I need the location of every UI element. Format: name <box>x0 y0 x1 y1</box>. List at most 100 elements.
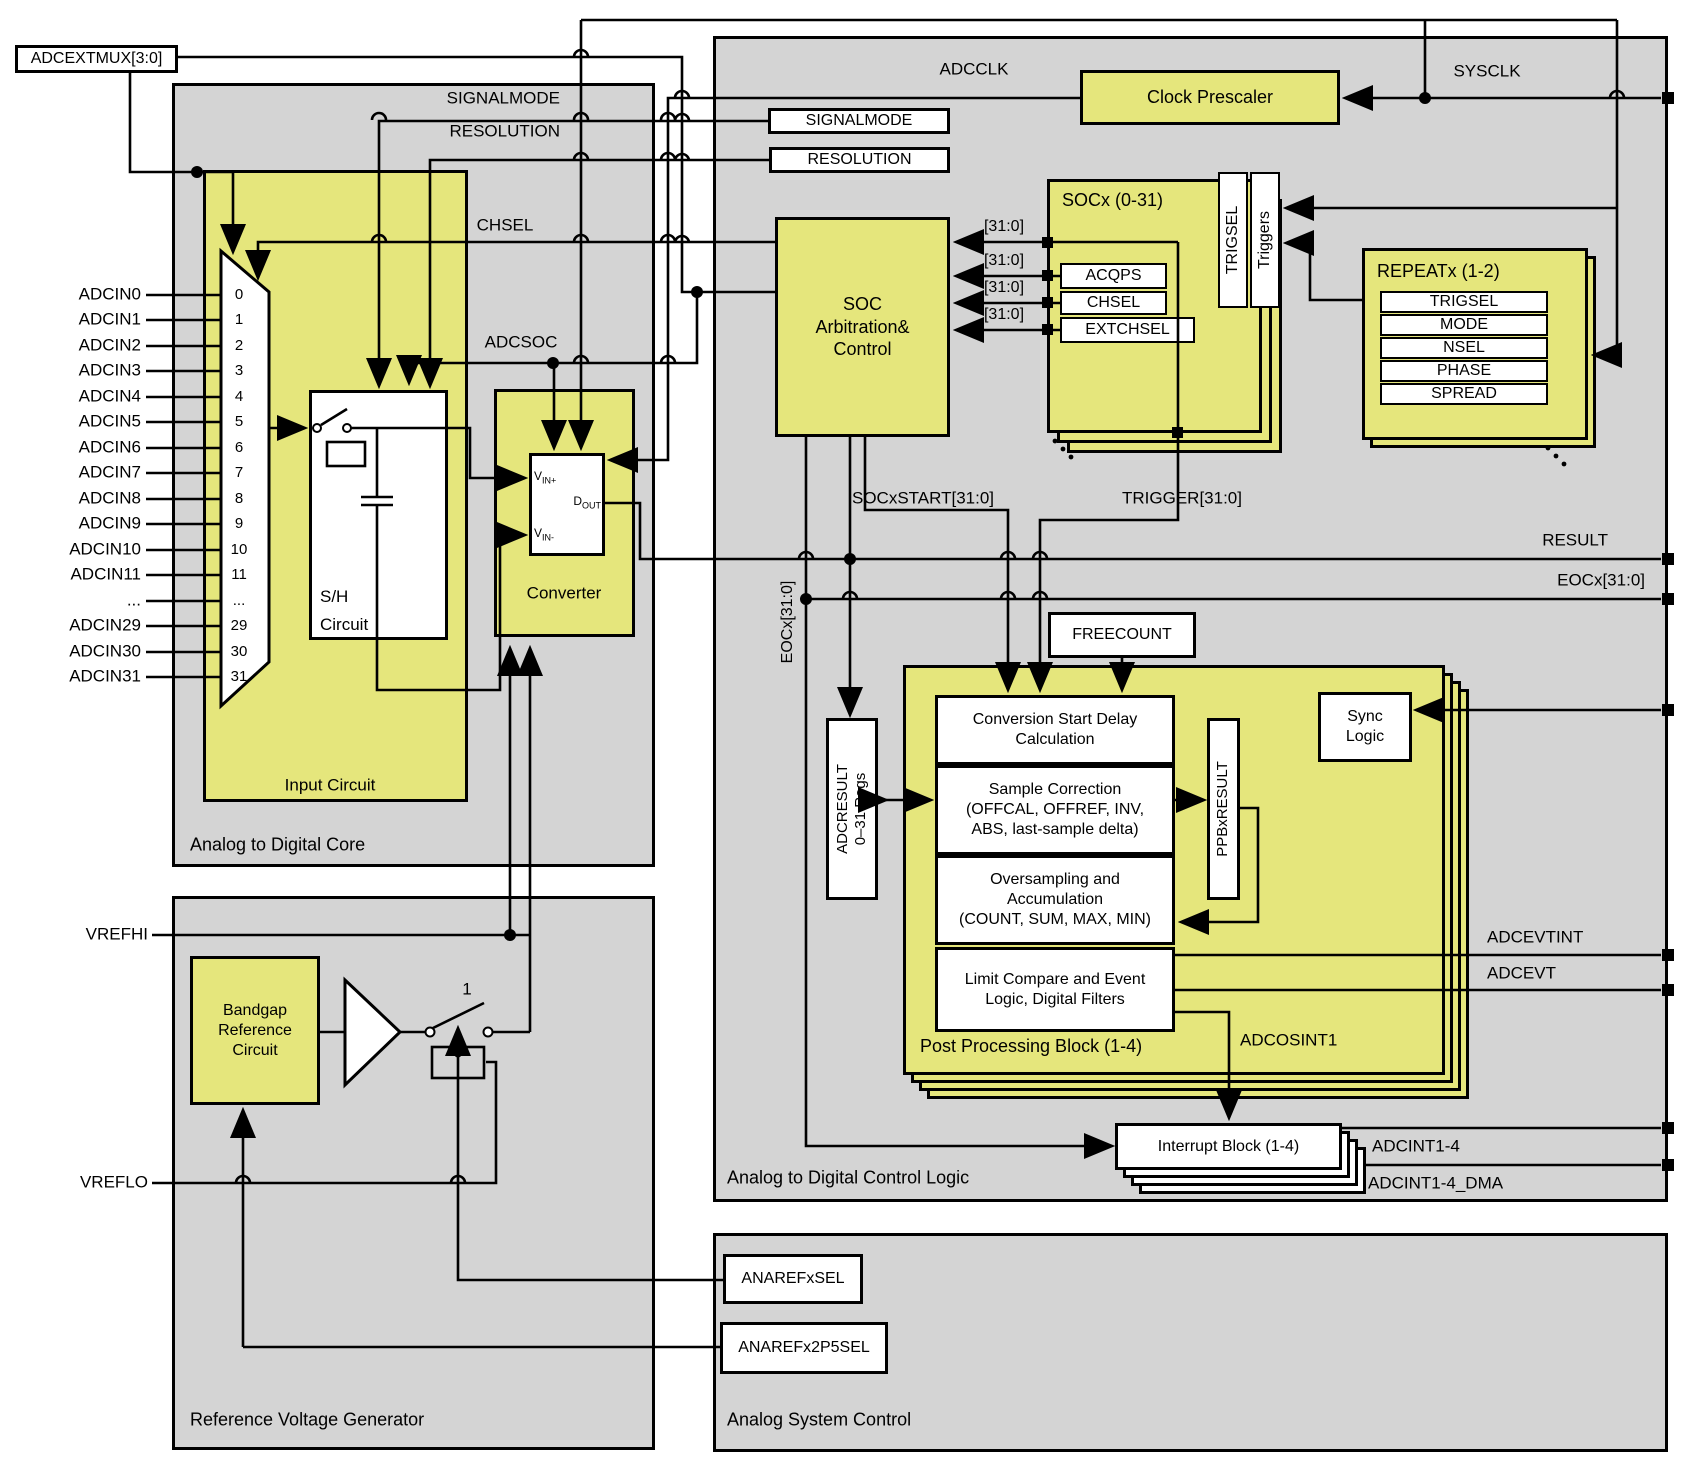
adcin-label-12: ... <box>126 590 141 610</box>
soc-arb-line3: Control <box>833 339 892 360</box>
input-circuit-label: Input Circuit <box>284 775 376 795</box>
resolution-reg-box: RESOLUTION <box>769 147 950 173</box>
chsel-core-label: CHSEL <box>476 215 534 235</box>
repeat-row-mode: MODE <box>1380 314 1548 336</box>
repeatx-title: REPEATx (1-2) <box>1377 261 1500 282</box>
trigsel-vlabel: TRIGSEL <box>1224 205 1241 275</box>
eocx-vertical-label: EOCx[31:0] <box>779 580 796 664</box>
repeat-row-nsel: NSEL <box>1380 337 1548 359</box>
sample-correction-box: Sample Correction(OFFCAL, OFFREF, INV,AB… <box>935 765 1175 855</box>
adcin-label-7: ADCIN7 <box>78 462 141 482</box>
dout-label: DOUT <box>573 493 601 511</box>
sysclk-label: SYSCLK <box>1453 61 1521 81</box>
mux-ch-14: 30 <box>230 642 248 660</box>
adcin-label-15: ADCIN31 <box>69 666 141 686</box>
interrupt-block: Interrupt Block (1-4) <box>1115 1123 1342 1170</box>
mux-ch-8: 8 <box>234 489 244 507</box>
adcevtint-label: ADCEVTINT <box>1487 927 1584 947</box>
bandgap-line1: Bandgap <box>222 1001 288 1019</box>
adcclk-label: ADCCLK <box>939 59 1009 79</box>
bus-label-4: [31:0] <box>983 306 1025 324</box>
adcextmux-label: ADCEXTMUX[3:0] <box>30 50 163 67</box>
refgen-region-title: Reference Voltage Generator <box>190 1409 425 1430</box>
adcin-label-5: ADCIN5 <box>78 411 141 431</box>
adcin-label-4: ADCIN4 <box>78 386 141 406</box>
signalmode-core-label: SIGNALMODE <box>446 88 560 108</box>
bandgap-line3: Circuit <box>232 1041 278 1059</box>
vin-minus-label: VIN- <box>534 525 555 543</box>
adcin-label-10: ADCIN10 <box>69 539 141 559</box>
mux-ch-15: 31 <box>230 667 248 685</box>
adcin-label-14: ADCIN30 <box>69 641 141 661</box>
resolution-core-label: RESOLUTION <box>449 121 560 141</box>
mux-ch-11: 11 <box>231 565 247 583</box>
adcresult-line1: ADCRESULT <box>834 764 851 854</box>
bandgap-reference-block: Bandgap Reference Circuit <box>190 956 320 1105</box>
vrefhi-label: VREFHI <box>85 924 148 944</box>
mux-ch-3: 3 <box>234 361 244 379</box>
adcint14dma-label: ADCINT1-4_DMA <box>1368 1173 1504 1193</box>
mux-ch-9: 9 <box>234 514 244 532</box>
mux-ch-7: 7 <box>234 463 244 481</box>
mux-ch-13: 29 <box>230 616 248 634</box>
mux-ch-4: 4 <box>234 387 244 405</box>
adcin-label-9: ADCIN9 <box>78 513 141 533</box>
mux-ch-6: 6 <box>234 438 244 456</box>
vreflo-label: VREFLO <box>79 1172 148 1192</box>
mux-ch-1: 1 <box>234 310 244 328</box>
signalmode-reg-box: SIGNALMODE <box>768 108 950 134</box>
adcin-label-6: ADCIN6 <box>78 437 141 457</box>
adcin-label-13: ADCIN29 <box>69 615 141 635</box>
sh-label-line2: Circuit <box>320 615 369 634</box>
adcsoc-label: ADCSOC <box>484 332 558 352</box>
adcosint1-label: ADCOSINT1 <box>1240 1030 1338 1050</box>
clock-prescaler-block: Clock Prescaler <box>1080 70 1340 125</box>
adcextmux-box: ADCEXTMUX[3:0] <box>15 45 178 73</box>
adcint14-label: ADCINT1-4 <box>1372 1136 1460 1156</box>
adcresult-regs-label: ADCRESULT 0–31 Regs <box>834 764 870 854</box>
soc-arbitration-block: SOC Arbitration& Control <box>775 217 950 437</box>
adcin-label-3: ADCIN3 <box>78 360 141 380</box>
extchsel-box: EXTCHSEL <box>1060 317 1195 343</box>
vin-plus-label: VIN+ <box>534 468 557 486</box>
ppb-label: Post Processing Block (1-4) <box>920 1036 1143 1057</box>
adcin-label-2: ADCIN2 <box>78 335 141 355</box>
core-region-title: Analog to Digital Core <box>190 834 366 855</box>
switch-pos1-label: 1 <box>462 979 472 999</box>
socxstart-label: SOCxSTART[31:0] <box>852 488 995 508</box>
converter-label: Converter <box>526 583 602 603</box>
adcresult-line2: 0–31 Regs <box>852 772 869 846</box>
ppbxresult-label: PPBxRESULT <box>1214 761 1231 857</box>
switch-pos0-label: 0 <box>453 1042 463 1062</box>
mux-ch-0: 0 <box>234 285 244 303</box>
mux-ch-5: 5 <box>234 412 244 430</box>
bandgap-line2: Reference <box>218 1021 292 1039</box>
adcevt-label: ADCEVT <box>1487 963 1556 983</box>
freecount-box: FREECOUNT <box>1048 612 1196 658</box>
result-label: RESULT <box>1542 530 1608 550</box>
adcin-label-11: ADCIN11 <box>70 564 141 584</box>
adcin-label-0: ADCIN0 <box>78 284 141 304</box>
repeat-row-spread: SPREAD <box>1380 383 1548 405</box>
mux-ch-2: 2 <box>234 336 244 354</box>
soc-arb-line1: SOC <box>842 294 882 315</box>
bus-label-1: [31:0] <box>983 218 1025 236</box>
adcin-label-8: ADCIN8 <box>78 488 141 508</box>
mux-ch-10: 10 <box>230 540 248 558</box>
adcin-label-1: ADCIN1 <box>78 309 141 329</box>
asc-region-title: Analog System Control <box>727 1409 912 1430</box>
eocx-label: EOCx[31:0] <box>1557 570 1645 590</box>
repeat-row-phase: PHASE <box>1380 360 1548 382</box>
trigger-label: TRIGGER[31:0] <box>1122 488 1242 508</box>
sh-label-line1: S/H <box>320 587 349 606</box>
bus-label-2: [31:0] <box>983 252 1025 270</box>
socx-title: SOCx (0-31) <box>1062 190 1164 211</box>
anarefx2p5sel-box: ANAREFx2P5SEL <box>720 1322 888 1374</box>
mux-ch-12: ... <box>232 591 246 609</box>
repeat-row-trigsel: TRIGSEL <box>1380 291 1548 313</box>
